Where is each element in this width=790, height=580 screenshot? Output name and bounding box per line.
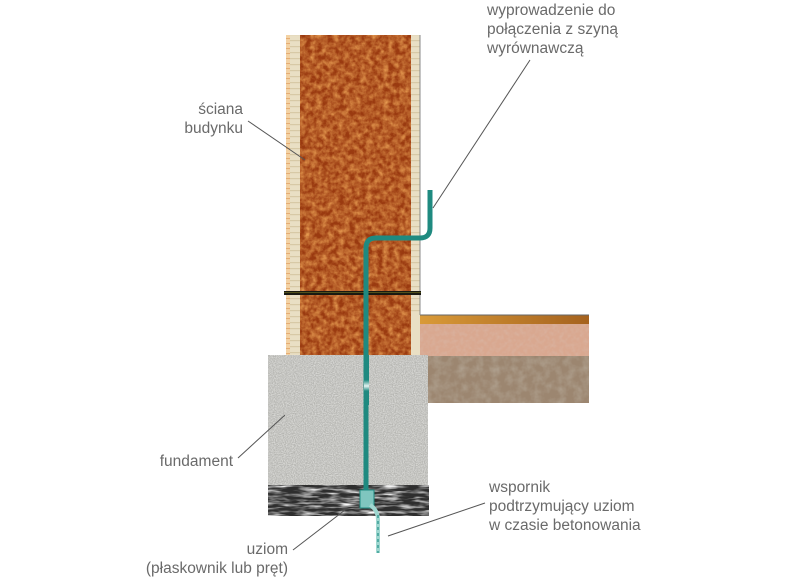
label-foundation-line1: fundament: [159, 453, 233, 470]
floor-subbase: [413, 324, 589, 356]
label-support-line1: wspornik: [489, 479, 551, 496]
label-lead-out: wyprowadzenie do połączenia z szyną wyró…: [487, 1, 618, 58]
label-wall-line2: budynku: [184, 120, 243, 137]
label-earth-electrode: uziom (płaskownik lub pręt): [120, 540, 288, 578]
gravel-bed: [268, 485, 429, 516]
soil-layer: [428, 355, 589, 403]
building-wall: [284, 35, 421, 355]
label-lead-out-line1: wyprowadzenie do: [487, 2, 616, 19]
leader-lines: [237, 59, 531, 551]
label-earth-electrode-line1: uziom: [246, 541, 288, 558]
label-support-line2: podtrzymujący uziom: [489, 498, 635, 515]
label-lead-out-line2: połączenia z szyną: [487, 21, 618, 38]
label-lead-out-line3: wyrównawczą: [487, 40, 584, 57]
label-support-line3: w czasie betonowania: [489, 517, 641, 534]
label-earth-electrode-line2: (płaskownik lub pręt): [145, 560, 288, 577]
foundation-block: [268, 355, 428, 487]
earthing-conductor: [359, 190, 433, 553]
floor-finish: [420, 315, 589, 324]
label-wall: ściana budynku: [175, 100, 243, 138]
label-support: wspornik podtrzymujący uziom w czasie be…: [489, 478, 641, 535]
label-foundation: fundament: [140, 452, 233, 471]
label-wall-line1: ściana: [198, 101, 243, 118]
